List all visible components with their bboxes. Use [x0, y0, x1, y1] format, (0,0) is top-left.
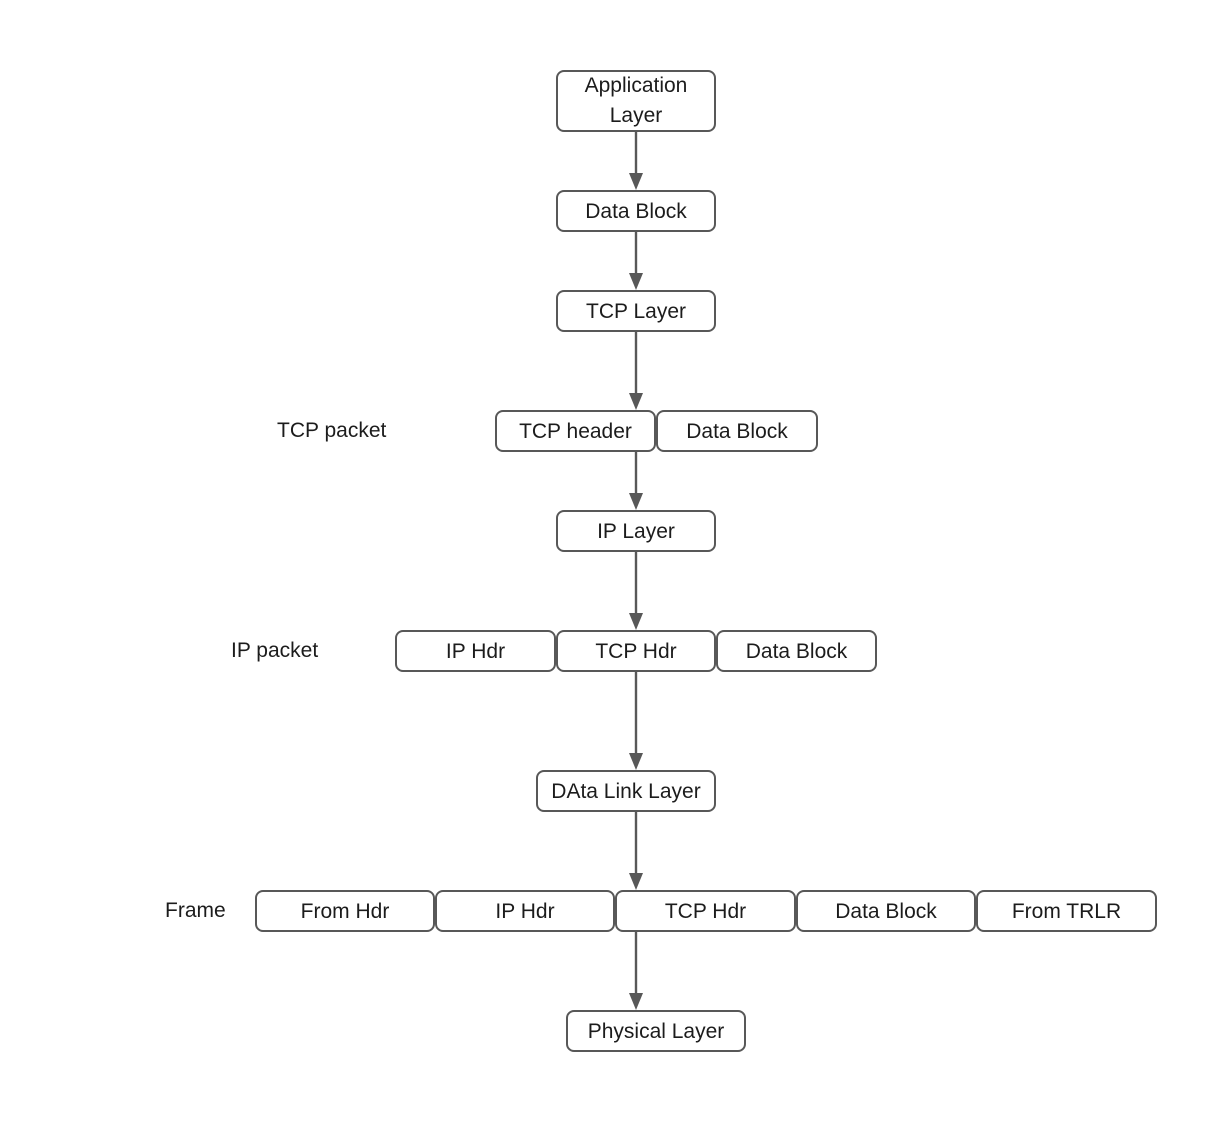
segment-ip-packet-ip-header[interactable]: IP Hdr [395, 630, 556, 672]
segment-tcp-packet-data-block[interactable]: Data Block [656, 410, 818, 452]
segment-frame-ip-header[interactable]: IP Hdr [435, 890, 615, 932]
row-label-ip-packet: IP packet [231, 639, 319, 662]
layer-box-physical-layer[interactable]: Physical Layer [566, 1010, 746, 1052]
layer-box-tcp-layer[interactable]: TCP Layer [556, 290, 716, 332]
segment-frame-frame-header[interactable]: From Hdr [255, 890, 435, 932]
layer-box-data-block-1[interactable]: Data Block [556, 190, 716, 232]
arrow-tcplayer-to-tcppacket [629, 332, 643, 410]
arrow-iplayer-to-ippacket [629, 552, 643, 630]
arrow-datalinklayer-to-frame [629, 812, 643, 890]
row-label-tcp-packet: TCP packet [277, 419, 387, 442]
arrow-frame-to-physicallayer [629, 932, 643, 1010]
layer-box-ip-layer[interactable]: IP Layer [556, 510, 716, 552]
row-label-frame: Frame [165, 899, 226, 922]
segment-frame-frame-trailer[interactable]: From TRLR [976, 890, 1157, 932]
segment-frame-tcp-header[interactable]: TCP Hdr [615, 890, 796, 932]
segment-ip-packet-data-block[interactable]: Data Block [716, 630, 877, 672]
segment-ip-packet-tcp-header[interactable]: TCP Hdr [556, 630, 716, 672]
segment-tcp-packet-tcp-header[interactable]: TCP header [495, 410, 656, 452]
layer-box-application-layer[interactable]: Application Layer [556, 70, 716, 132]
arrow-ippacket-to-datalinklayer [629, 672, 643, 770]
arrow-tcppacket-to-iplayer [629, 452, 643, 510]
segment-frame-data-block[interactable]: Data Block [796, 890, 976, 932]
layer-box-data-link-layer[interactable]: DAta Link Layer [536, 770, 716, 812]
arrow-datablock-to-tcplayer [629, 232, 643, 290]
arrow-application-to-datablock [629, 132, 643, 190]
